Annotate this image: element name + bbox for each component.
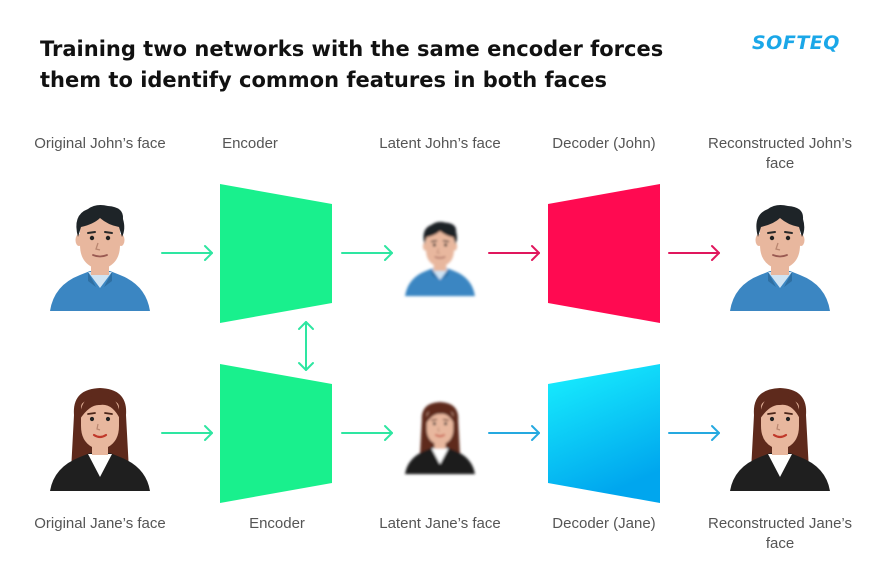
decoder-jane-shape (548, 364, 660, 503)
softeq-logo: SOFTEQ (752, 32, 840, 54)
arrow-decoder-to-reconstructed-jane (668, 425, 720, 441)
label-original-jane: Original Jane’s face (34, 515, 166, 532)
arrow-jane-to-encoder (161, 425, 213, 441)
encoder-top-shape (220, 184, 332, 323)
jane-latent-face-icon (405, 401, 475, 475)
label-original-john: Original John’s face (34, 135, 166, 152)
label-reconstructed-john: Reconstructed John’s face (708, 135, 852, 172)
label-latent-john: Latent John’s face (379, 135, 501, 152)
arrow-latent-to-decoder-jane (488, 425, 540, 441)
label-encoder-bottom: Encoder (249, 515, 305, 532)
shared-encoder-double-arrow-icon (298, 321, 314, 371)
decoder-john-shape (548, 184, 660, 323)
john-original-face-icon (50, 204, 150, 312)
arrow-john-to-encoder (161, 245, 213, 261)
john-latent-face-icon (405, 221, 475, 297)
label-decoder-john: Decoder (John) (552, 135, 656, 152)
label-reconstructed-jane: Reconstructed Jane’s face (708, 515, 852, 552)
arrow-encoder-to-latent-jane (341, 425, 393, 441)
label-latent-jane: Latent Jane’s face (379, 515, 501, 532)
label-decoder-jane: Decoder (Jane) (552, 515, 656, 532)
encoder-bottom-shape (220, 364, 332, 503)
page-title: Training two networks with the same enco… (40, 37, 664, 92)
arrow-decoder-to-reconstructed-john (668, 245, 720, 261)
jane-original-face-icon (50, 386, 150, 493)
label-encoder-top: Encoder (222, 135, 278, 152)
arrow-latent-to-decoder-john (488, 245, 540, 261)
john-reconstructed-face-icon (730, 204, 830, 312)
jane-reconstructed-face-icon (730, 386, 830, 493)
arrow-encoder-to-latent-john (341, 245, 393, 261)
